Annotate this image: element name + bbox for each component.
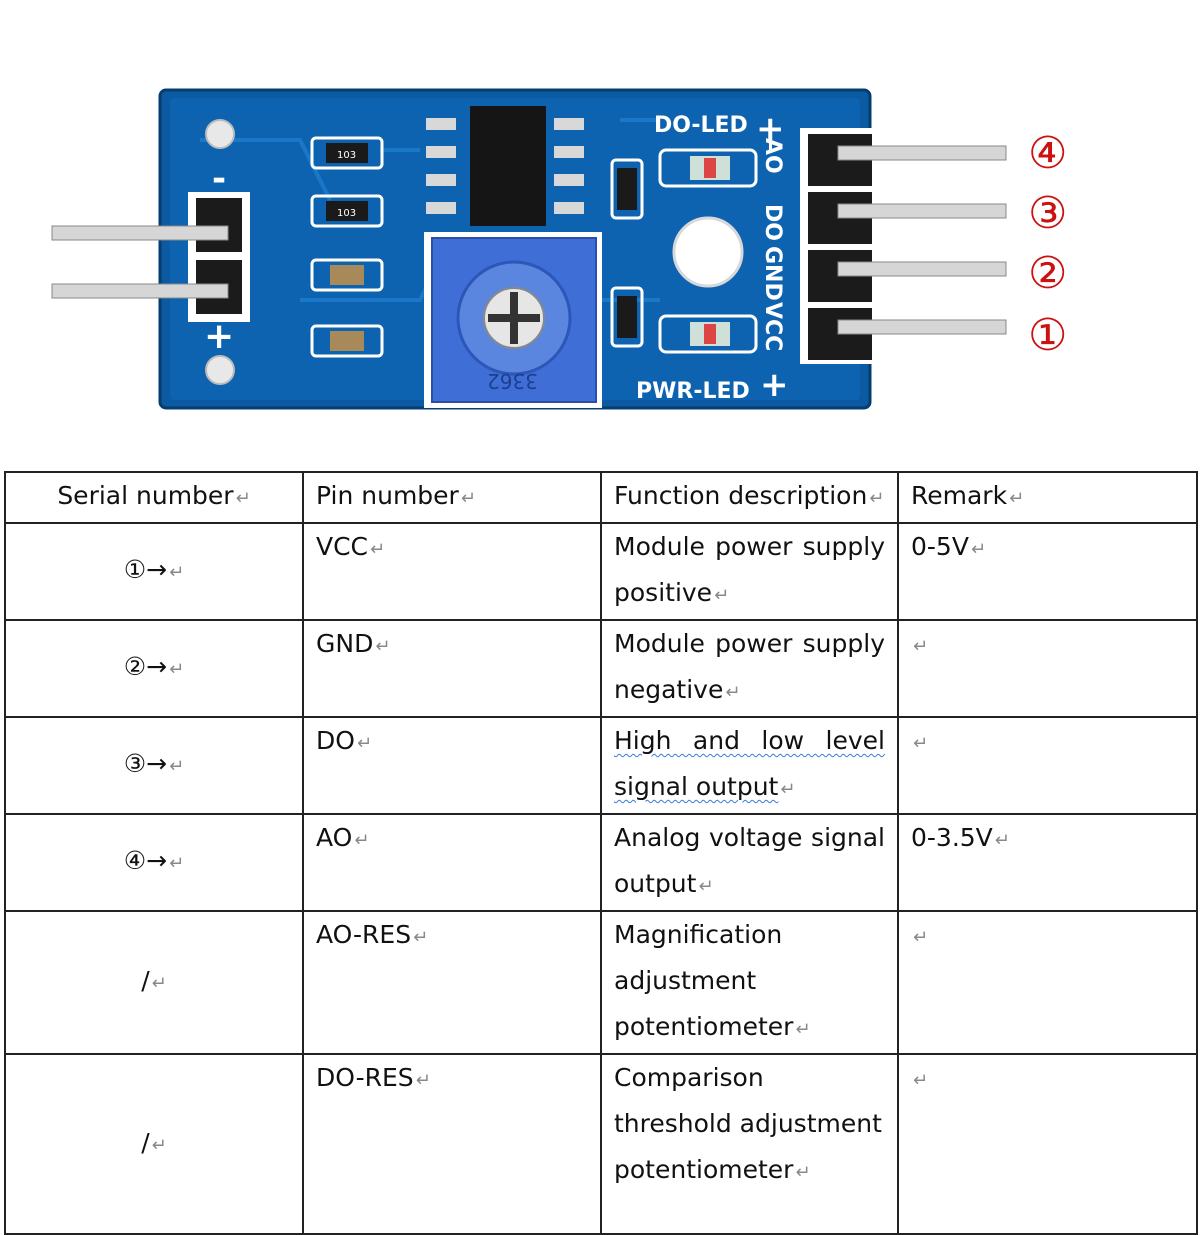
cell-function: Analog voltage signal output↵ xyxy=(600,813,899,912)
cell-remark: 0-5V↵ xyxy=(897,522,1198,621)
minus-label: - xyxy=(212,159,226,199)
cell-serial: /↵ xyxy=(4,1053,304,1235)
svg-text:103: 103 xyxy=(337,208,356,219)
pin-label-gnd: GND xyxy=(760,246,785,301)
pin-number-4: ④ xyxy=(1028,128,1067,179)
pin-function-table: Serial number↵ Pin number↵ Function desc… xyxy=(4,471,1198,1235)
table-row: ④→↵ AO↵ Analog voltage signal output↵ 0-… xyxy=(4,813,1198,912)
do-led xyxy=(658,148,758,188)
cell-function: High and low level signal output↵ xyxy=(600,716,899,815)
cell-function: Module power supply positive↵ xyxy=(600,522,899,621)
table-row: ②→↵ GND↵ Module power supply negative↵ ↵ xyxy=(4,619,1198,718)
potentiometer: 3362 xyxy=(424,232,602,408)
header-serial-number: Serial number↵ xyxy=(4,471,304,524)
cell-pin: GND↵ xyxy=(302,619,602,718)
cell-pin: AO-RES↵ xyxy=(302,910,602,1055)
table-row: /↵ DO-RES↵ Comparison threshold adjustme… xyxy=(4,1053,1198,1235)
cell-pin: VCC↵ xyxy=(302,522,602,621)
cell-remark: ↵ xyxy=(897,1053,1198,1235)
svg-text:103: 103 xyxy=(337,150,356,161)
header-remark: Remark↵ xyxy=(897,471,1198,524)
pin-number-1: ① xyxy=(1028,310,1067,361)
plus-label-left: + xyxy=(204,316,234,357)
output-pin-header xyxy=(800,128,1007,364)
cell-remark: ↵ xyxy=(897,716,1198,815)
capacitor-2 xyxy=(310,324,384,358)
cell-remark: 0-3.5V↵ xyxy=(897,813,1198,912)
header-function-description: Function description↵ xyxy=(600,471,899,524)
cell-serial: /↵ xyxy=(4,910,304,1055)
table-row: ③→↵ DO↵ High and low level signal output… xyxy=(4,716,1198,815)
cell-pin: AO↵ xyxy=(302,813,602,912)
cell-remark: ↵ xyxy=(897,910,1198,1055)
do-led-plus: + xyxy=(756,109,785,149)
table-header-row: Serial number↵ Pin number↵ Function desc… xyxy=(4,471,1198,524)
pin-label-ao: AO xyxy=(760,138,785,174)
cell-pin: DO↵ xyxy=(302,716,602,815)
pin-number-3: ③ xyxy=(1028,188,1067,239)
pin-number-2: ② xyxy=(1028,248,1067,299)
pwr-led-label: PWR-LED xyxy=(636,379,750,404)
cell-function: Magnification adjustment potentiometer↵ xyxy=(600,910,899,1055)
header-pin-number: Pin number↵ xyxy=(302,471,602,524)
cell-serial: ③→↵ xyxy=(4,716,304,815)
mounting-hole xyxy=(672,216,744,288)
comparator-ic xyxy=(426,106,584,226)
left-probe-header xyxy=(51,192,250,322)
cell-function: Module power supply negative↵ xyxy=(600,619,899,718)
capacitor-1 xyxy=(310,258,384,292)
resistor-2: 103 xyxy=(310,194,384,228)
cell-remark: ↵ xyxy=(897,619,1198,718)
table-row: ①→↵ VCC↵ Module power supply positive↵ 0… xyxy=(4,522,1198,621)
table-row: /↵ AO-RES↵ Magnification adjustment pote… xyxy=(4,910,1198,1055)
pwr-led-plus: + xyxy=(760,365,789,405)
resistor-3 xyxy=(610,158,644,220)
potentiometer-code: 3362 xyxy=(487,369,538,393)
pwr-led xyxy=(658,314,758,354)
resistor-4 xyxy=(610,286,644,348)
resistor-1: 103 xyxy=(310,136,384,170)
cell-function: Comparison threshold adjustment potentio… xyxy=(600,1053,899,1235)
cell-pin: DO-RES↵ xyxy=(302,1053,602,1235)
pin-label-do: DO xyxy=(760,204,785,241)
cell-serial: ①→↵ xyxy=(4,522,304,621)
cell-serial: ②→↵ xyxy=(4,619,304,718)
cell-serial: ④→↵ xyxy=(4,813,304,912)
sensor-module-photo: - + 103 103 3362 xyxy=(51,88,1067,410)
do-led-label: DO-LED xyxy=(654,113,748,138)
pin-label-vcc: VCC xyxy=(760,302,785,351)
